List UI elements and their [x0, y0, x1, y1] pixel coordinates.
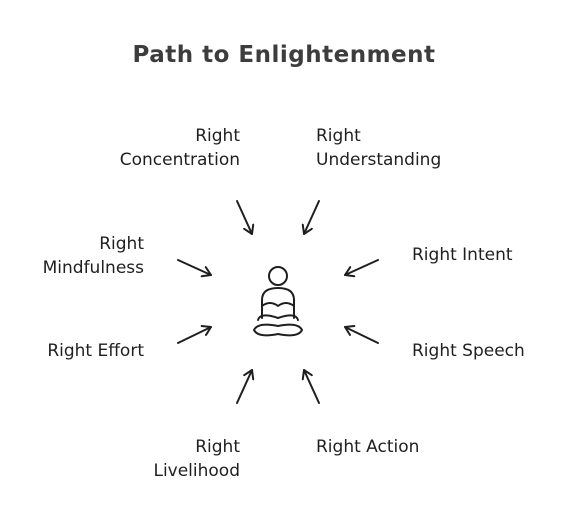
- arrow-action: [301, 369, 320, 404]
- arrow-effort: [177, 324, 212, 344]
- label-right-concentration: Right Concentration: [119, 126, 240, 170]
- label-right-action: Right Action: [316, 437, 420, 457]
- diagram-title: Path to Enlightenment: [132, 42, 436, 68]
- arrow-livelihood: [236, 369, 255, 404]
- arrow-concentration: [236, 200, 255, 235]
- meditating-person-icon: [253, 266, 303, 337]
- arrow-understanding: [301, 200, 320, 235]
- arrow-intent: [344, 259, 379, 278]
- label-right-livelihood: Right Livelihood: [153, 437, 240, 481]
- label-right-mindfulness: Right Mindfulness: [42, 234, 144, 278]
- arrow-mindfulness: [177, 259, 212, 278]
- label-right-intent: Right Intent: [412, 245, 513, 265]
- label-right-effort: Right Effort: [47, 341, 144, 361]
- label-right-speech: Right Speech: [412, 341, 525, 361]
- arrow-speech: [344, 324, 379, 344]
- label-right-understanding: Right Understanding: [316, 126, 442, 170]
